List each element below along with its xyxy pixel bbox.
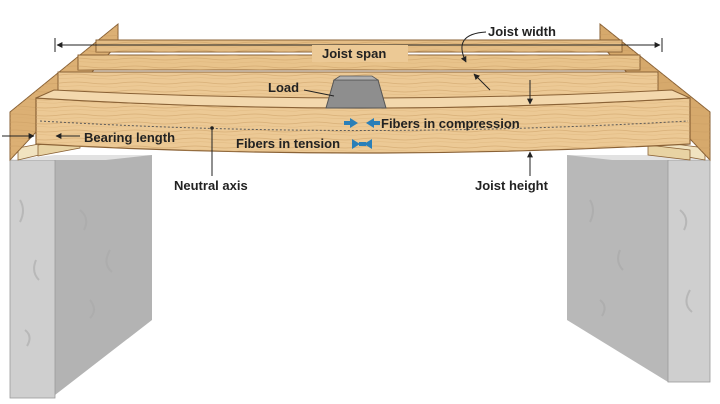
neutral-axis-label: Neutral axis xyxy=(174,178,248,193)
back-joist-2 xyxy=(77,54,641,71)
span-label-bg xyxy=(312,45,408,62)
bearing-length-label: Bearing length xyxy=(84,130,175,145)
load-leader xyxy=(303,89,335,97)
joist-span-label: Joist span xyxy=(322,46,386,61)
right-wall-side xyxy=(567,155,668,382)
compression-arrows-icon xyxy=(344,118,380,128)
right-foundation-wall xyxy=(567,155,711,383)
fibers-compression-label: Fibers in compression xyxy=(381,116,520,131)
load-block xyxy=(325,75,387,109)
joist-width-leader xyxy=(460,31,487,63)
joist-width-label: Joist width xyxy=(488,24,556,39)
left-wall-side xyxy=(55,155,152,395)
left-wall-face xyxy=(9,159,56,399)
tension-arrows-icon xyxy=(352,139,372,149)
joist-height-label: Joist height xyxy=(475,178,549,193)
load-label: Load xyxy=(268,80,299,95)
left-wall-top xyxy=(10,155,152,160)
left-foundation-wall xyxy=(9,155,152,399)
joist-width-arrow xyxy=(473,73,491,91)
right-wall-face xyxy=(667,159,711,383)
fibers-tension-label: Fibers in tension xyxy=(236,136,340,151)
front-joist xyxy=(35,89,691,154)
